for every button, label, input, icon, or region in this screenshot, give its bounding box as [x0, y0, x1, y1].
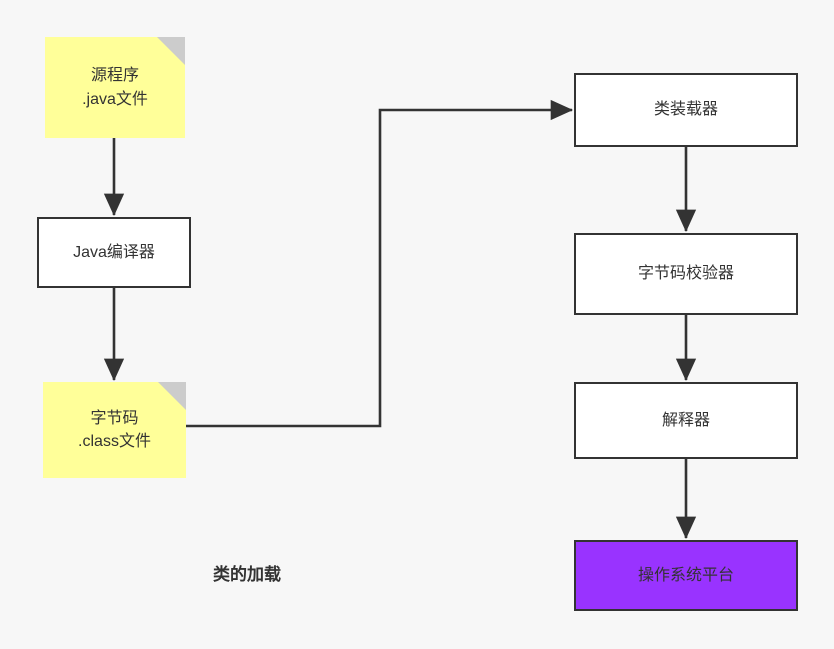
- node-java-compiler-label: Java编译器: [73, 243, 155, 261]
- edge-bytecode-to-classloader: [186, 99, 574, 428]
- note-fold-corner-icon: [157, 37, 185, 65]
- diagram-caption: 类的加载: [213, 565, 281, 584]
- note-fold-corner-icon: [158, 382, 186, 410]
- node-os-platform[interactable]: 操作系统平台: [574, 540, 798, 611]
- node-java-compiler[interactable]: Java编译器: [37, 217, 191, 288]
- node-source-file[interactable]: 源程序 .java文件: [45, 37, 185, 138]
- node-bytecode-file[interactable]: 字节码 .class文件: [43, 382, 186, 478]
- node-interpreter-label: 解释器: [661, 411, 710, 429]
- node-interpreter[interactable]: 解释器: [574, 382, 798, 459]
- node-os-platform-label: 操作系统平台: [637, 566, 734, 584]
- node-source-file-label: 源程序 .java文件: [82, 67, 148, 108]
- node-bytecode-file-label: 字节码 .class文件: [78, 409, 151, 450]
- node-bytecode-verifier[interactable]: 字节码校验器: [574, 233, 798, 315]
- node-class-loader[interactable]: 类装载器: [574, 73, 798, 147]
- node-class-loader-label: 类装载器: [653, 101, 718, 119]
- node-bytecode-verifier-label: 字节码校验器: [637, 265, 734, 283]
